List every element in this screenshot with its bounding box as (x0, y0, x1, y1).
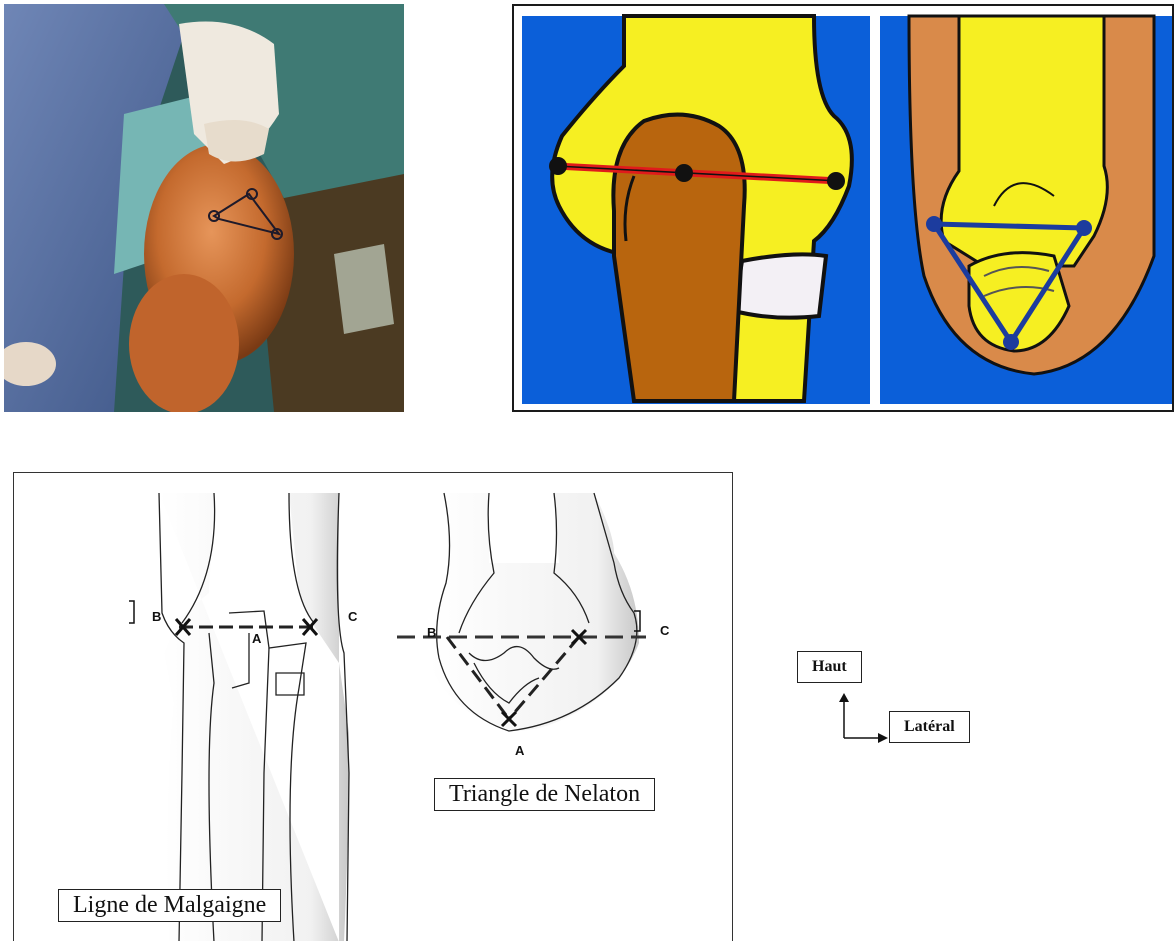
point-a-right-label: A (515, 743, 524, 758)
point-c-right-label: C (660, 623, 669, 638)
flexion-view (880, 16, 1172, 404)
orientation-arrows-icon (834, 690, 894, 750)
point-c-left-label: C (348, 609, 357, 624)
point-a-left-label: A (252, 631, 261, 646)
colored-schematic (512, 4, 1174, 412)
point-b-right-label: B (427, 625, 436, 640)
extension-sketch (129, 493, 349, 941)
line-schematic: B A C B A C Triangle de Nelaton Ligne de… (13, 472, 733, 941)
nelaton-caption: Triangle de Nelaton (434, 778, 655, 811)
colored-schematic-drawing (514, 6, 1172, 410)
orientation-up-box: Haut (797, 651, 862, 683)
line-schematic-drawing (14, 473, 733, 941)
flexion-sketch (397, 493, 646, 731)
surgical-photo (4, 4, 404, 412)
malgaigne-caption: Ligne de Malgaigne (58, 889, 281, 922)
orientation-lateral-box: Latéral (889, 711, 970, 743)
point-b-left-label: B (152, 609, 161, 624)
extension-view (522, 16, 870, 404)
surgical-photo-drawing (4, 4, 404, 412)
